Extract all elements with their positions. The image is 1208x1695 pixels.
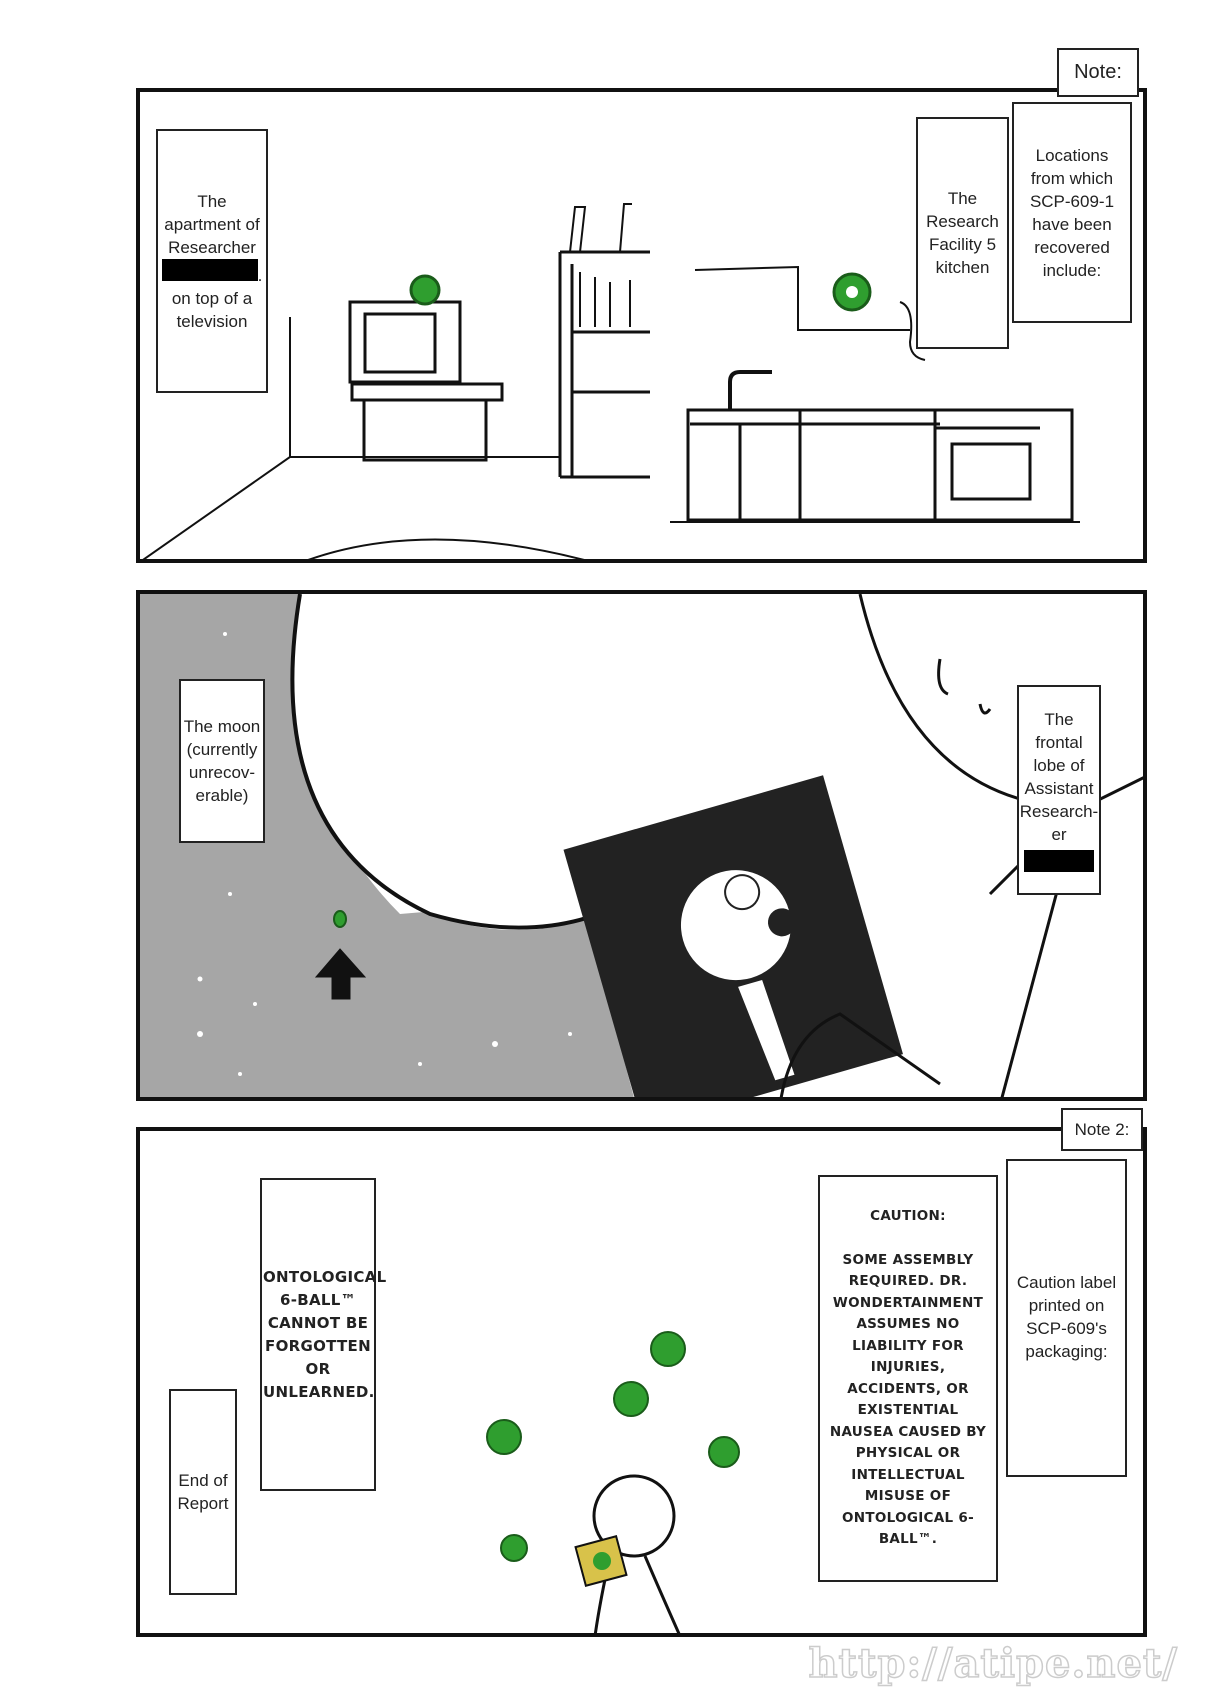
note-2-label: Note 2:: [1061, 1108, 1143, 1151]
ontological-ball: [409, 274, 441, 306]
caution-body: SOME ASSEMBLY REQUIRED. DR. WONDERTAINME…: [829, 1251, 987, 1548]
ontological-ball: [613, 1381, 649, 1417]
caption-text: The moon (currently unrecov-erable): [183, 717, 261, 805]
caption-text: The Research Facility 5 kitchen: [926, 189, 999, 277]
caption-frontal-lobe: The frontal lobe of Assistant Research-e…: [1017, 685, 1101, 895]
caption-moon: The moon (currently unrecov-erable): [179, 679, 265, 843]
caution-label: CAUTION: SOME ASSEMBLY REQUIRED. DR. WON…: [818, 1175, 998, 1582]
caption-text: The frontal lobe of Assistant Research-e…: [1019, 710, 1099, 844]
ontological-ball: [500, 1534, 528, 1562]
caption-text: Caution label printed on SCP-609's packa…: [1016, 1273, 1117, 1361]
caption-text: Locations from which SCP-609-1 have been…: [1029, 145, 1115, 280]
moon-drawing: [140, 594, 1143, 1097]
caption-ontological: ONTOLOGICAL 6-BALL™ CANNOT BE FORGOTTEN …: [260, 1178, 387, 1491]
caution-title: CAUTION:: [870, 1208, 946, 1225]
ontological-ball: [333, 910, 347, 928]
caption-text: End of Report: [177, 1471, 229, 1513]
juggling-drawing: [486, 1331, 740, 1633]
panel-locations: Locations from which SCP-609-1 have been…: [136, 88, 1147, 563]
caption-text: The apartment of Researcher: [164, 191, 260, 257]
note-label: Note:: [1057, 48, 1139, 97]
caption-intro: Locations from which SCP-609-1 have been…: [1012, 102, 1132, 323]
caption-apartment: The apartment of Researcher . on top of …: [156, 129, 268, 393]
panel-moon: The moon (currently unrecov-erable) The …: [136, 590, 1147, 1101]
caption-label-intro: Caution label printed on SCP-609's packa…: [1006, 1159, 1127, 1477]
caption-text: on top of a television: [171, 288, 253, 331]
ontological-ball: [486, 1419, 522, 1455]
arrow-up-icon: [314, 948, 367, 1000]
watermark: http://atipe.net/: [808, 1639, 1178, 1688]
ontological-ball: [708, 1436, 740, 1468]
note-text: Note 2:: [1074, 1120, 1130, 1139]
redaction-bar: [161, 258, 258, 281]
caption-text: ONTOLOGICAL 6-BALL™ CANNOT BE FORGOTTEN …: [263, 1267, 387, 1401]
room-drawing: [142, 203, 1080, 559]
ontological-ball: [650, 1331, 686, 1367]
note-text: Note:: [1074, 61, 1122, 83]
redaction-bar: [1024, 850, 1094, 872]
caption-end-of-report: End of Report: [169, 1389, 237, 1595]
caption-kitchen: The Research Facility 5 kitchen: [916, 117, 1009, 349]
panel-caution: Caution label printed on SCP-609's packa…: [136, 1127, 1147, 1637]
